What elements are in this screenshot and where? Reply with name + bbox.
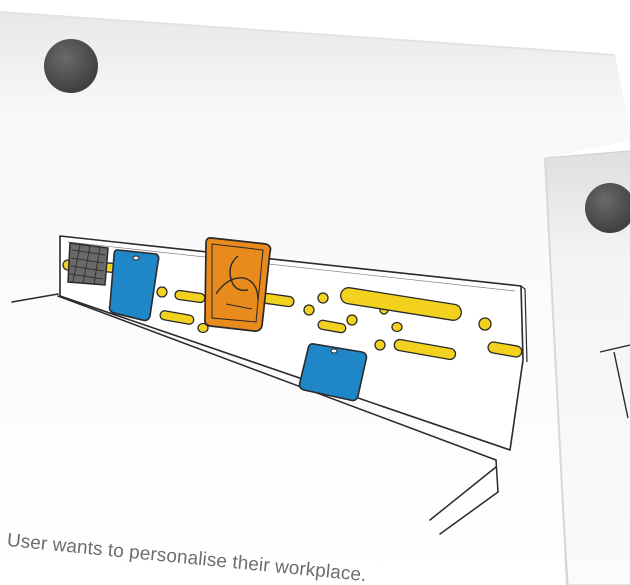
dark-card — [68, 243, 108, 285]
blue-card-left — [110, 250, 159, 321]
blue-card-bottom — [300, 344, 367, 401]
pin-icon — [44, 39, 98, 93]
orange-photo-card — [205, 238, 271, 331]
